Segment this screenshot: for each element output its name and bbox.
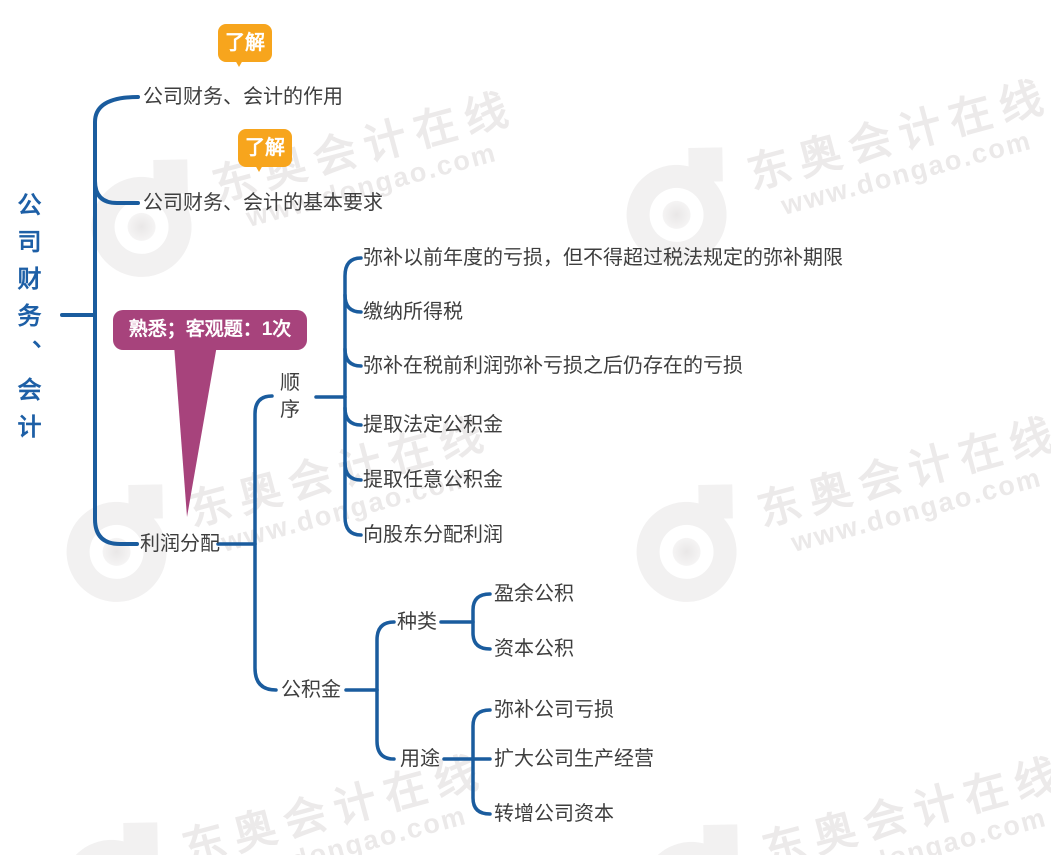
- node-order-item-6[interactable]: 向股东分配利润: [363, 524, 503, 546]
- badge-liaojie-2: 了解: [238, 129, 292, 172]
- node-fund-kinds[interactable]: 种类: [397, 611, 437, 633]
- node-use-item-2[interactable]: 扩大公司生产经营: [494, 748, 654, 770]
- node-order-item-5[interactable]: 提取任意公积金: [363, 469, 503, 491]
- kinds-bracket: [471, 592, 492, 651]
- node-order-item-1[interactable]: 弥补以前年度的亏损，但不得超过税法规定的弥补期限: [363, 247, 843, 269]
- node-basic-requirements[interactable]: 公司财务、会计的基本要求: [143, 192, 383, 214]
- node-use-item-1[interactable]: 弥补公司亏损: [494, 699, 614, 721]
- node-order-item-4[interactable]: 提取法定公积金: [363, 414, 503, 436]
- badge-liaojie-1: 了解: [218, 24, 272, 67]
- node-profit-distribution[interactable]: 利润分配: [140, 533, 220, 555]
- branch2-connector: [93, 179, 140, 205]
- node-order-item-2[interactable]: 缴纳所得税: [363, 301, 463, 323]
- note-callout-tail: [174, 345, 217, 517]
- node-finance-function[interactable]: 公司财务、会计的作用: [143, 86, 343, 108]
- node-kind-item-1[interactable]: 盈余公积: [494, 583, 574, 605]
- node-order[interactable]: 顺序: [280, 372, 300, 421]
- note-callout: 熟悉；客观题：1次: [113, 310, 307, 350]
- node-use-item-3[interactable]: 转增公司资本: [494, 803, 614, 825]
- node-order-item-3[interactable]: 弥补在税前利润弥补亏损之后仍存在的亏损: [363, 355, 743, 377]
- node-kind-item-2[interactable]: 资本公积: [494, 638, 574, 660]
- root-node[interactable]: 公司财务、会计: [13, 192, 40, 451]
- node-fund-uses[interactable]: 用途: [400, 748, 440, 770]
- fund-bracket: [375, 620, 396, 761]
- order-bracket: [343, 256, 363, 537]
- profit-children-connector: [253, 394, 278, 692]
- uses-bracket: [471, 708, 492, 816]
- node-reserve-fund[interactable]: 公积金: [281, 679, 341, 701]
